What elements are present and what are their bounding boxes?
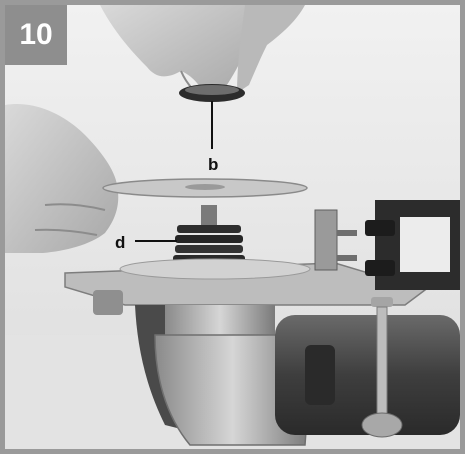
guide-bracket bbox=[314, 200, 460, 290]
adjustment-post bbox=[361, 297, 403, 438]
left-hand bbox=[5, 104, 119, 253]
base-plate bbox=[64, 258, 427, 315]
grinder-body bbox=[135, 305, 460, 446]
callout-label-d: d bbox=[115, 233, 126, 252]
photo-illustration bbox=[5, 5, 460, 449]
figure-number-badge: 10 bbox=[5, 5, 67, 65]
ring-b bbox=[179, 84, 245, 102]
cutting-disc bbox=[102, 178, 308, 198]
callout-label-b: b bbox=[208, 155, 219, 174]
